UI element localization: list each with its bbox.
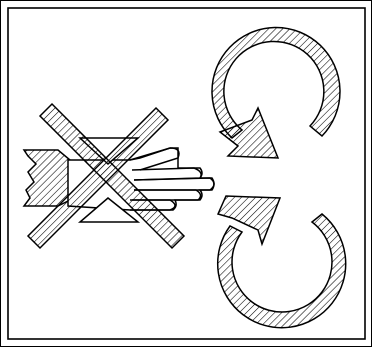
upper-rotating-arrow xyxy=(212,28,340,158)
lower-rotating-arrow xyxy=(218,196,346,328)
